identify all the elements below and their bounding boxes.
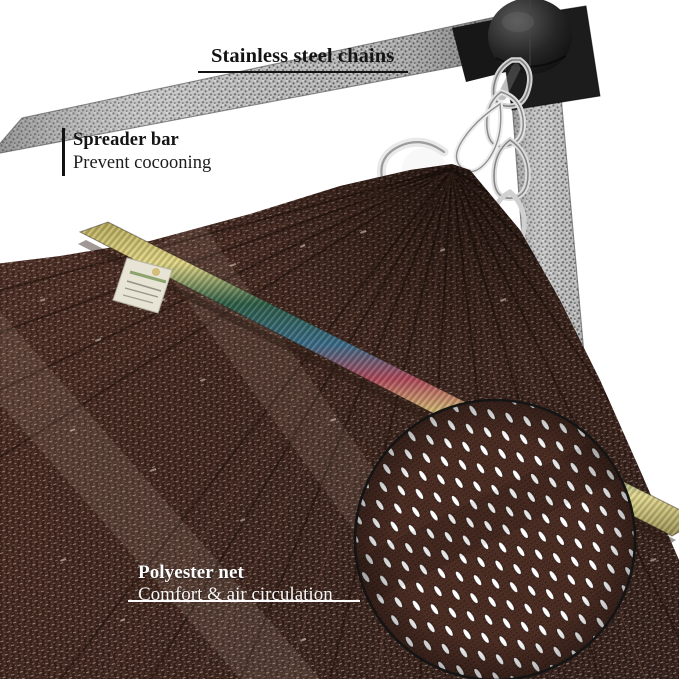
annotation-title-spreader: Spreader bar: [73, 130, 179, 150]
annotation-stainless-steel-chains: Stainless steel chains: [211, 44, 394, 68]
mesh-magnifier: [353, 398, 637, 679]
annotation-spreader-bar: Spreader bar Prevent cocooning: [73, 129, 211, 175]
annotation-title-chains: Stainless steel chains: [211, 45, 395, 67]
annotation-subtitle-polyester: Comfort & air circulation: [138, 584, 333, 605]
annotation-rule-chains: [198, 71, 408, 73]
care-label-tag: [112, 257, 173, 314]
stand-joint-cap: [452, 0, 601, 111]
annotation-subtitle-spreader: Prevent cocooning: [73, 153, 212, 173]
annotation-rule-polyester: [128, 600, 360, 602]
annotation-polyester-net: Polyester net Comfort & air circulation: [138, 562, 333, 606]
annotation-rule-spreader: [62, 128, 65, 176]
annotation-title-polyester: Polyester net: [138, 562, 244, 583]
